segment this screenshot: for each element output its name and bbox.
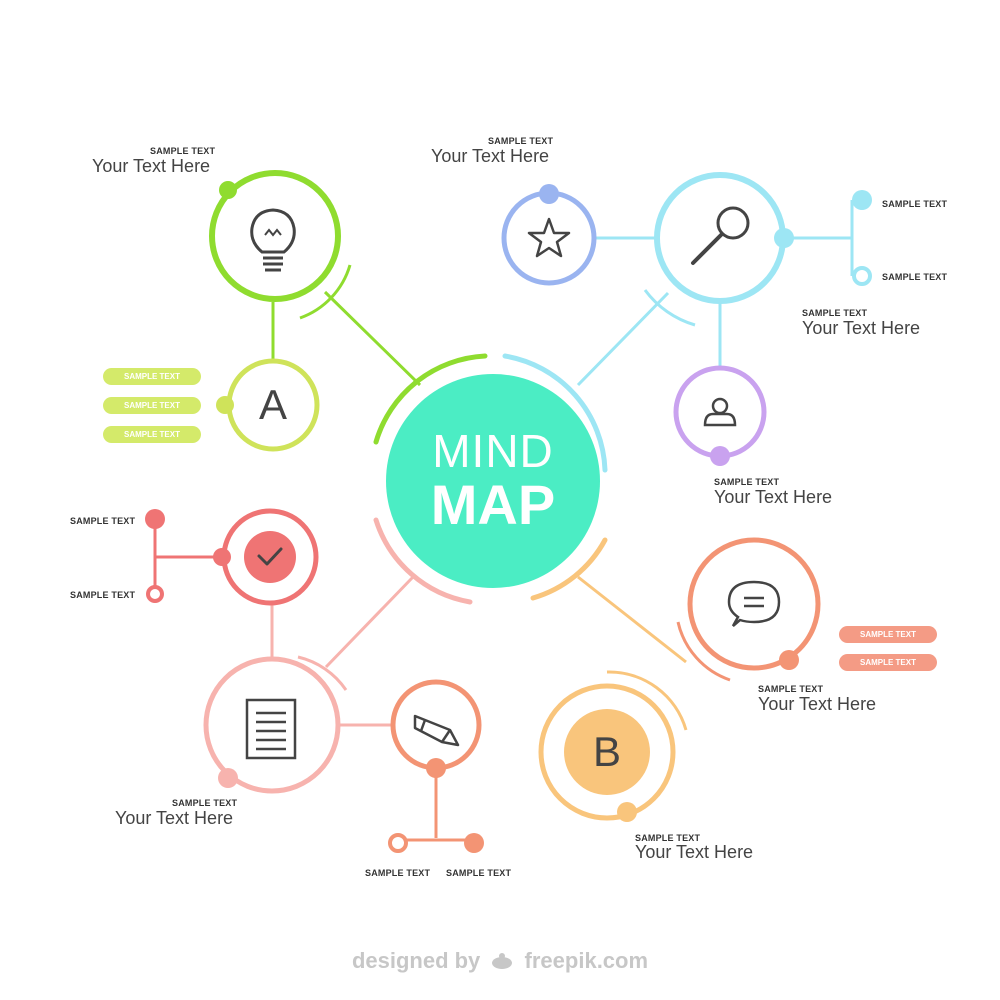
connector-green [323,290,422,387]
search-icon [691,206,750,265]
tr-small-label-1: SAMPLE TEXT [882,199,948,209]
pen-small-label-2: SAMPLE TEXT [446,868,512,878]
tm-small-label: SAMPLE TEXT [488,136,554,146]
tm-big-label: Your Text Here [431,146,550,166]
arc-orange [530,537,608,601]
l-small-label-2: SAMPLE TEXT [70,590,136,600]
r-big-label: Your Text Here [802,318,921,338]
green-pill-1: SAMPLE TEXT [103,368,201,385]
b-big-label: Your Text Here [635,842,754,862]
connectors [153,200,854,842]
star-node [501,184,597,286]
bl-big-label: Your Text Here [115,808,234,828]
tr-small-label-2: SAMPLE TEXT [882,272,948,282]
b-small-label: SAMPLE TEXT [635,833,701,843]
freepik-logo-icon [490,950,514,969]
watermark: designed by freepik.com [0,948,1000,974]
star-icon [527,217,571,258]
user-icon [703,397,737,427]
arc-cyan [502,353,608,473]
pencil-node [388,679,484,853]
center-arcs [373,353,608,605]
br-big-label: Your Text Here [758,694,877,714]
watermark-text-1: designed by [351,948,481,973]
arc-green [373,353,488,445]
connector-cyan [576,291,670,387]
rm-small-label: SAMPLE TEXT [714,477,780,487]
document-icon [245,698,297,760]
chat-icon [727,580,781,627]
green-pill-2: SAMPLE TEXT [103,397,201,414]
pen-small-label-1: SAMPLE TEXT [365,868,431,878]
center-title-line1: MIND [432,425,554,477]
arc-pink [373,517,473,605]
letter-b: B [592,728,621,775]
r-small-label: SAMPLE TEXT [802,308,868,318]
salmon-pill-2: SAMPLE TEXT [839,654,937,671]
chat-node [676,537,821,682]
bl-small-label: SAMPLE TEXT [172,798,238,808]
tl-big-label: Your Text Here [92,156,211,176]
l-small-label-1: SAMPLE TEXT [70,516,136,526]
letter-a: A [258,381,287,428]
letter-b-node [538,670,688,822]
salmon-pill-1: SAMPLE TEXT [839,626,937,643]
document-node [203,655,348,794]
lightbulb-icon [250,208,296,272]
tl-small-label: SAMPLE TEXT [150,146,216,156]
user-node [673,365,767,466]
checkmark-icon [257,547,283,566]
green-pill-3: SAMPLE TEXT [103,426,201,443]
connector-orange [577,575,687,664]
watermark-text-2: freepik.com [524,948,649,973]
search-node [643,172,872,327]
br-small-label: SAMPLE TEXT [758,684,824,694]
letter-a-node [216,358,320,452]
pencil-icon [413,714,460,747]
center-node [386,374,600,588]
connector-pink [324,575,415,669]
check-node [145,508,319,606]
center-title-line2: MAP [430,473,556,536]
rm-big-label: Your Text Here [714,487,833,507]
lightbulb-node [209,170,352,320]
